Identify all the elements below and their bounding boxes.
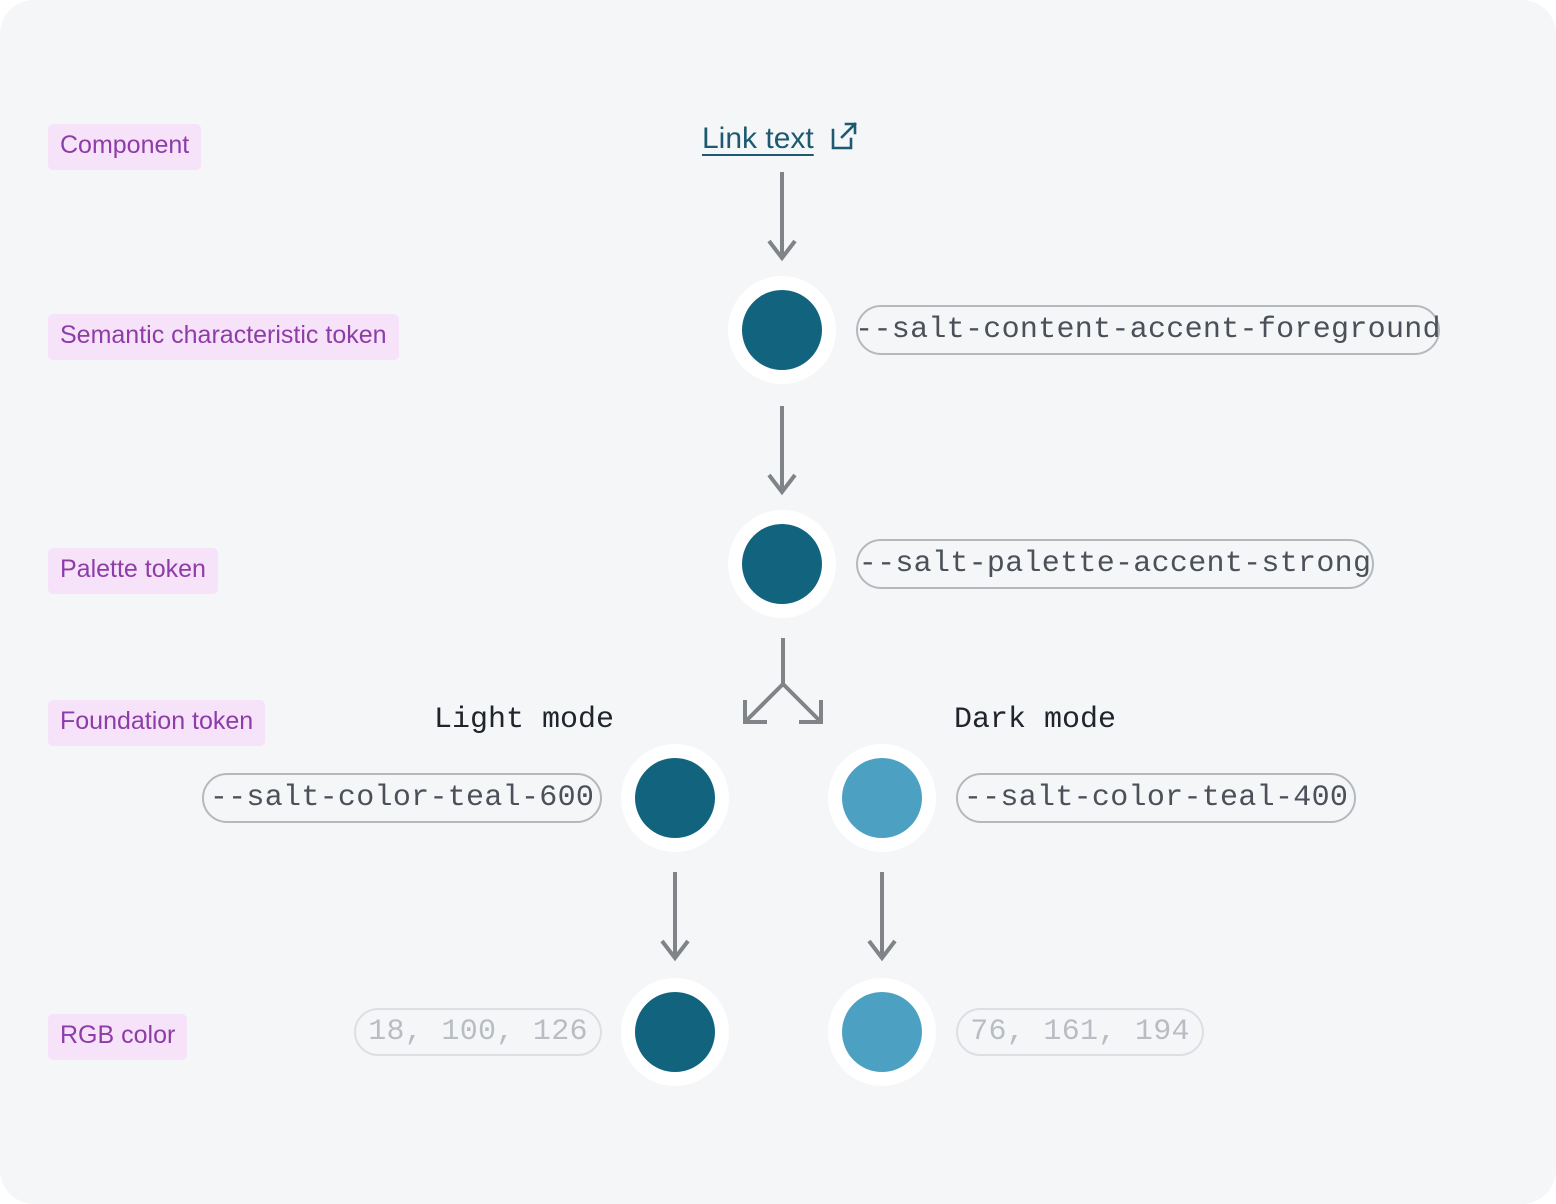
arrow-component-to-semantic	[767, 172, 797, 262]
row-label-foundation-token: Foundation token	[48, 700, 266, 746]
row-label-semantic-characteristic-token: Semantic characteristic token	[48, 314, 399, 360]
link-component[interactable]: Link text	[702, 120, 860, 157]
pill-foundation-token-light: --salt-color-teal-600	[202, 773, 602, 823]
link-text[interactable]: Link text	[702, 121, 814, 155]
arrow-foundation-dark-to-rgb	[867, 872, 897, 962]
pill-rgb-dark: 76, 161, 194	[956, 1008, 1204, 1056]
swatch-foundation-dark	[842, 758, 922, 838]
row-label-rgb-color: RGB color	[48, 1014, 188, 1060]
pill-palette-token: --salt-palette-accent-strong	[856, 539, 1374, 589]
swatch-rgb-light	[635, 992, 715, 1072]
swatch-semantic-accent-foreground	[742, 290, 822, 370]
caption-dark-mode: Dark mode	[954, 703, 1117, 737]
arrow-foundation-light-to-rgb	[660, 872, 690, 962]
swatch-rgb-dark	[842, 992, 922, 1072]
arrow-semantic-to-palette	[767, 406, 797, 496]
row-label-component: Component	[48, 124, 202, 170]
arrow-palette-to-foundation-branch	[743, 638, 823, 724]
pill-semantic-token: --salt-content-accent-foreground	[855, 305, 1441, 355]
caption-light-mode: Light mode	[434, 703, 615, 737]
pill-foundation-token-dark: --salt-color-teal-400	[956, 773, 1356, 823]
external-link-icon	[828, 120, 860, 157]
swatch-foundation-light	[635, 758, 715, 838]
pill-rgb-light: 18, 100, 126	[354, 1008, 602, 1056]
swatch-palette-accent-strong	[742, 524, 822, 604]
row-label-palette-token: Palette token	[48, 548, 218, 594]
